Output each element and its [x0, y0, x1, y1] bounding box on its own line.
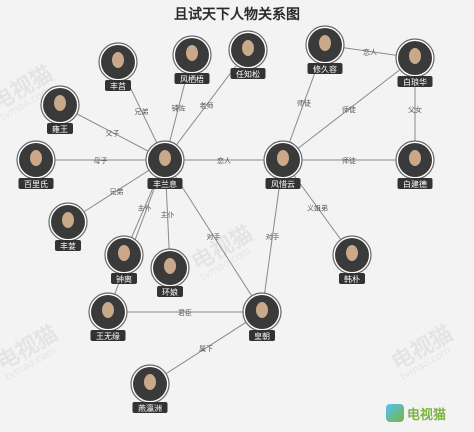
name-label-bg	[265, 178, 301, 189]
edge-label: 师徒	[342, 156, 356, 165]
avatar-face-icon	[54, 95, 66, 111]
name-label-bg	[397, 76, 433, 87]
name-label-bg	[111, 273, 137, 284]
character-node[interactable]: 钟离	[104, 235, 144, 284]
character-node[interactable]: 白琅华	[395, 38, 435, 87]
character-name: 风惜云	[271, 179, 295, 189]
edge-label: 母子	[94, 157, 108, 165]
name-label-bg	[55, 240, 81, 251]
character-name: 皇朝	[254, 331, 270, 341]
edge-label: 兄弟	[135, 107, 149, 116]
edge-label: 师徒	[297, 99, 311, 108]
character-node[interactable]: 任知松	[228, 30, 268, 79]
edge-label: 老师	[200, 101, 214, 110]
avatar-face-icon	[62, 212, 74, 228]
character-node[interactable]: 百里氏	[16, 140, 56, 189]
avatar-face-icon	[346, 245, 358, 261]
avatar-face-icon	[409, 150, 421, 166]
name-label-bg	[174, 73, 210, 84]
avatar-face-icon	[30, 150, 42, 166]
edge-label: 主仆	[161, 210, 175, 219]
character-node[interactable]: 修久容	[305, 25, 345, 74]
tv-logo-icon	[386, 404, 404, 422]
character-name: 丰莒	[110, 81, 126, 91]
avatar-face-icon	[242, 40, 254, 56]
edge-label: 义姐弟	[307, 204, 328, 213]
character-name: 雍王	[52, 124, 68, 134]
avatar-face-icon	[112, 52, 124, 68]
tvmao-logo: 电视猫	[386, 400, 466, 426]
character-node[interactable]: 韩朴	[332, 235, 372, 284]
name-label-bg	[230, 68, 266, 79]
character-name: 修久容	[313, 64, 337, 74]
character-name: 白建德	[403, 179, 427, 189]
edge-label: 师徒	[342, 105, 356, 114]
name-label-bg	[105, 80, 131, 91]
edge-label: 父女	[408, 105, 422, 114]
edge-label: 君臣	[178, 309, 192, 317]
character-name: 丰兰息	[153, 179, 177, 189]
logo-text: 电视猫	[407, 407, 447, 423]
character-node[interactable]: 丰荽	[48, 202, 88, 251]
relationship-edge	[282, 57, 416, 161]
character-node[interactable]: 丰兰息	[145, 140, 185, 189]
avatar-face-icon	[186, 45, 198, 61]
avatar-face-icon	[118, 245, 130, 261]
avatar-face-icon	[319, 35, 331, 51]
name-label-bg	[397, 178, 433, 189]
character-node[interactable]: 皇朝	[242, 292, 282, 341]
edge-label: 属下	[199, 345, 213, 353]
name-label-bg	[90, 330, 126, 341]
name-label-bg	[132, 402, 168, 413]
character-node[interactable]: 环娘	[150, 248, 190, 297]
name-label-bg	[147, 178, 183, 189]
relationship-edge	[149, 311, 263, 385]
name-label-bg	[339, 273, 365, 284]
edge-label: 对手	[266, 232, 280, 241]
avatar-face-icon	[164, 258, 176, 274]
avatar-face-icon	[277, 150, 289, 166]
avatar-face-icon	[102, 302, 114, 318]
name-label-bg	[157, 286, 183, 297]
name-label-bg	[307, 63, 343, 74]
avatar-face-icon	[159, 150, 171, 166]
character-name: 风栖梧	[180, 74, 204, 84]
character-name: 燕瀛洲	[138, 403, 162, 413]
avatar-face-icon	[256, 302, 268, 318]
edge-label: 恋人	[217, 156, 231, 165]
character-node[interactable]: 燕瀛洲	[130, 364, 170, 413]
character-name: 丰荽	[60, 241, 76, 251]
character-node[interactable]: 丰莒	[98, 42, 138, 91]
character-name: 白琅华	[403, 77, 427, 87]
character-name: 任知松	[236, 69, 260, 79]
character-name: 韩朴	[344, 274, 360, 284]
character-name: 环娘	[162, 287, 178, 297]
avatar-face-icon	[144, 374, 156, 390]
edge-label: 铺佐	[172, 104, 186, 113]
character-node[interactable]: 白建德	[395, 140, 435, 189]
character-node[interactable]: 雍王	[40, 85, 80, 134]
character-name: 钟离	[116, 274, 132, 284]
edge-label: 主仆	[138, 204, 152, 213]
edge-label: 对手	[207, 232, 221, 241]
character-name: 王无缘	[96, 331, 120, 341]
diagram-title: 且试天下人物关系图	[174, 7, 300, 23]
character-node[interactable]: 风栖梧	[172, 35, 212, 84]
edge-label: 父子	[106, 130, 120, 138]
edge-label: 兄弟	[110, 187, 124, 196]
name-label-bg	[18, 178, 54, 189]
name-label-bg	[249, 330, 275, 341]
character-node[interactable]: 王无缘	[88, 292, 128, 341]
relationship-edge	[59, 104, 166, 161]
avatar-face-icon	[409, 48, 421, 64]
character-name: 百里氏	[24, 180, 48, 189]
character-node[interactable]: 风惜云	[263, 140, 303, 189]
edge-label: 恋人	[363, 48, 377, 57]
name-label-bg	[47, 123, 73, 134]
